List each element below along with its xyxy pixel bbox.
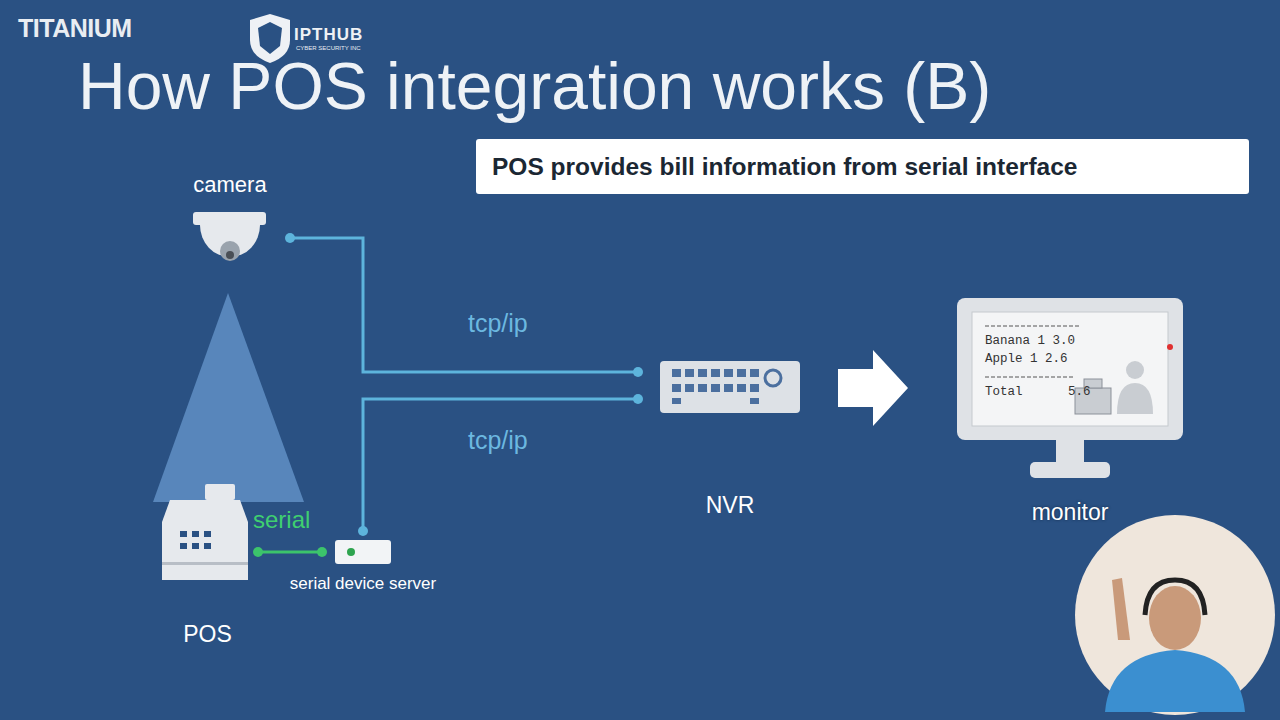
device-label: camera [170, 172, 290, 197]
callout-box: POS provides bill information from seria… [476, 139, 1249, 194]
wire [258, 551, 322, 554]
serial-server-body [335, 540, 391, 564]
block-arrow [838, 350, 908, 426]
receipt-line: Apple 1 2.6 [985, 352, 1068, 366]
callout-text: POS provides bill information from seria… [492, 153, 1077, 181]
camera-base [193, 212, 266, 225]
presenter-shirt [1105, 650, 1245, 712]
device-label: NVR [650, 492, 810, 518]
brand-logo-text: IPTHUB [294, 26, 363, 45]
pos-top [162, 500, 248, 522]
connector [358, 394, 643, 536]
pos-body [162, 522, 248, 580]
cashier-head [1126, 361, 1144, 379]
wire [363, 399, 638, 531]
wire-end-dot [317, 547, 327, 557]
serial-server-node: serial device server [335, 540, 391, 564]
nvr-node: NVR [650, 355, 810, 525]
connector [838, 350, 908, 426]
camera-node: camera [170, 168, 290, 273]
receipt-rule [985, 326, 1080, 327]
presenter-hand [1112, 578, 1130, 640]
nvr-buttons [672, 369, 759, 404]
presenter-head [1149, 586, 1201, 650]
pos-keys [180, 531, 211, 549]
receipt-total: Total 5.6 [985, 385, 1091, 399]
receipt-line: Banana 1 3.0 [985, 334, 1075, 348]
connector-label: tcp/ip [468, 427, 528, 455]
pos-node: POS [150, 478, 265, 650]
wire-end-dot [633, 367, 643, 377]
device-label: POS [150, 621, 265, 647]
pos-drawer-line [162, 562, 248, 565]
monitor-neck [1056, 440, 1084, 464]
wire-end-dot [633, 394, 643, 404]
presenter-webcam [1075, 515, 1275, 715]
cashier-body [1117, 383, 1153, 414]
serial-server-led [347, 548, 355, 556]
wire-end-dot [358, 526, 368, 536]
camera-lens-center [226, 251, 234, 259]
wire-end-dot [253, 547, 263, 557]
presenter-headphones [1145, 580, 1205, 615]
connector-label: tcp/ip [468, 310, 528, 338]
brand-tagline: CYBER SECURITY INC [296, 45, 361, 52]
camera-lens [220, 241, 240, 261]
monitor-stand [1030, 462, 1110, 478]
monitor-frame [957, 298, 1183, 440]
monitor-node: Banana 1 3.0Apple 1 2.6Total 5.6 monitor [955, 296, 1185, 528]
device-label: serial device server [273, 574, 453, 594]
pos-display [205, 484, 235, 500]
camera-view-beam [153, 293, 304, 502]
monitor-screen [972, 312, 1168, 426]
connector [285, 233, 643, 377]
pointer-dot [1167, 344, 1173, 350]
nvr-body [660, 361, 800, 413]
connector [253, 547, 327, 557]
wire [290, 238, 638, 372]
connector-label: serial [253, 507, 310, 533]
device-label: monitor [955, 499, 1185, 525]
slide-title: How POS integration works (B) [78, 50, 991, 123]
wire-end-dot [285, 233, 295, 243]
nvr-knob [765, 370, 781, 386]
brand-logo-text: TITANIUM [18, 15, 132, 43]
receipt-rule [985, 377, 1075, 378]
